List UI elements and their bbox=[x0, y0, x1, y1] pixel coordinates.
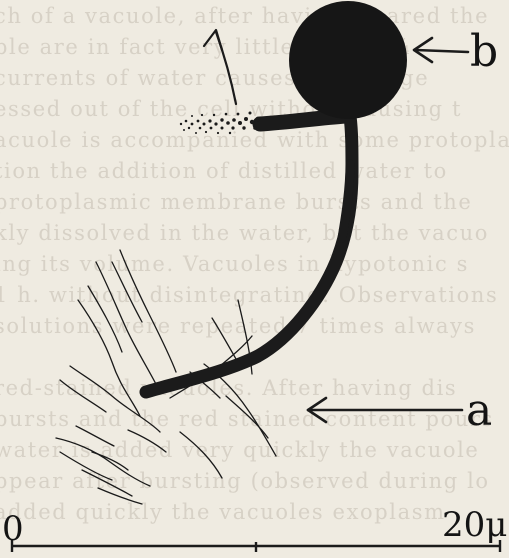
burst-spray bbox=[180, 112, 261, 135]
side-branch bbox=[260, 116, 346, 124]
filaments bbox=[56, 250, 276, 504]
scale-bar bbox=[12, 540, 500, 552]
arrow-up-icon bbox=[204, 30, 236, 104]
label-a: a bbox=[466, 389, 492, 433]
scale-bar-start-label: 0 bbox=[2, 512, 24, 546]
arrow-a-icon bbox=[308, 398, 462, 422]
scale-bar-end-label: 20μ bbox=[442, 508, 507, 542]
arrow-b-icon bbox=[414, 38, 468, 62]
label-b: b bbox=[470, 30, 498, 74]
vacuole-b bbox=[289, 1, 407, 119]
